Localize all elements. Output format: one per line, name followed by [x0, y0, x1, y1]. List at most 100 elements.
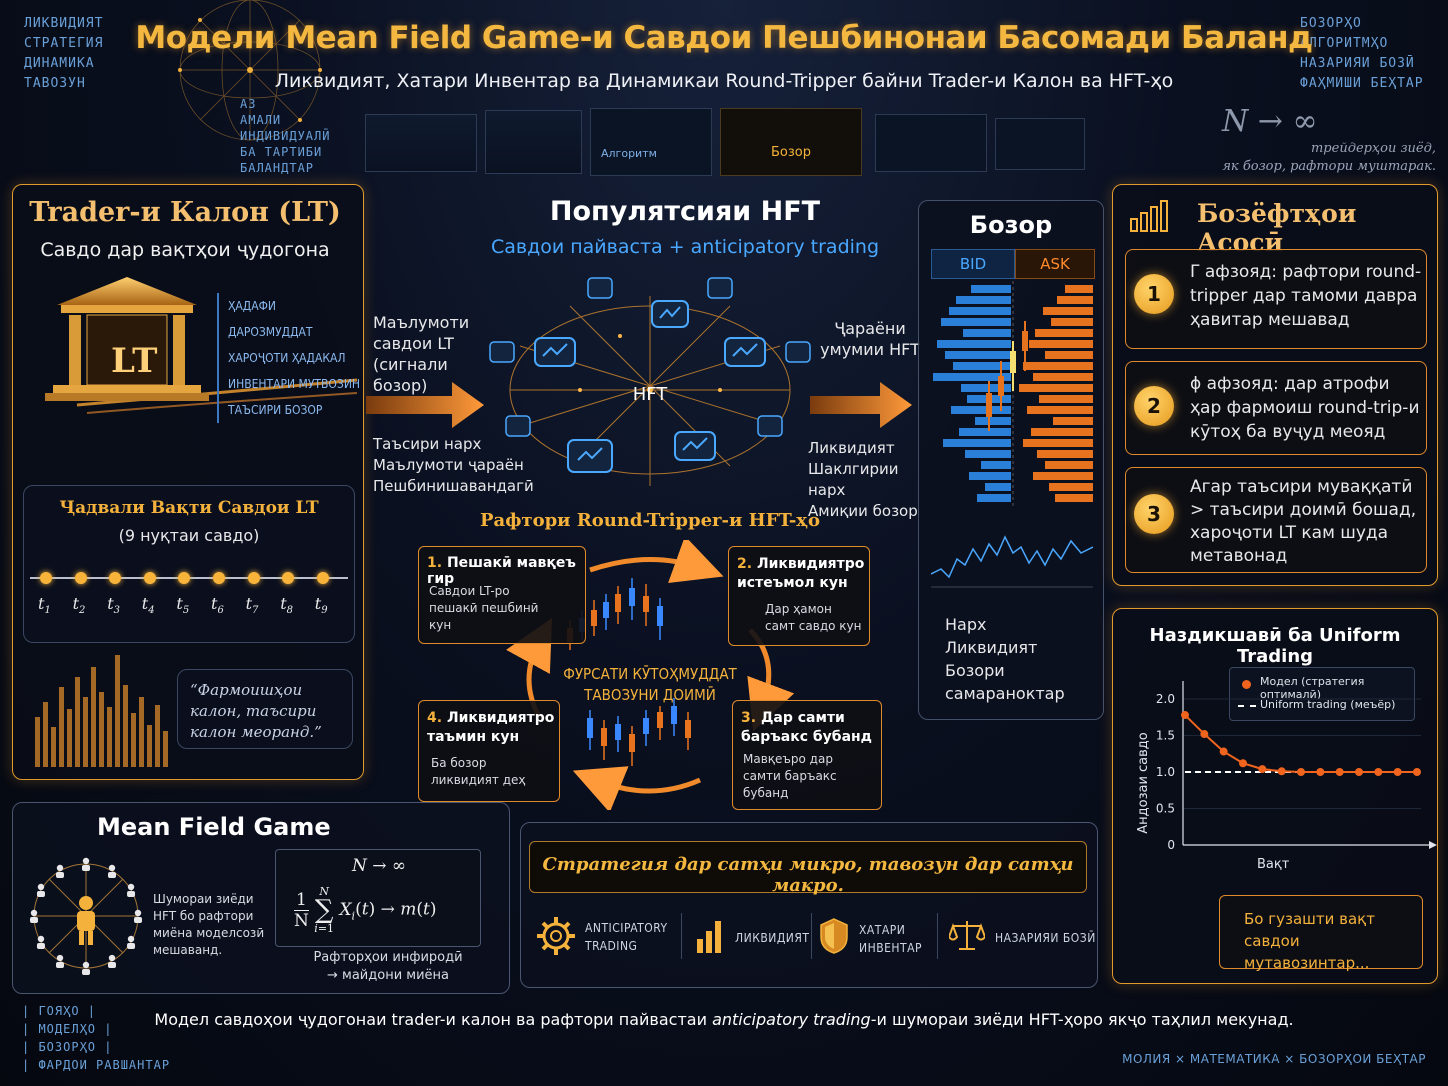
model-series-point	[1258, 765, 1267, 774]
divider	[681, 913, 682, 959]
cycle-step-3: 3. Дар самти баръакс бубанд Мавқеъро дар…	[732, 700, 882, 810]
left-list-item: ЛИКВИДИЯТ	[24, 16, 104, 31]
finding-text: Γ афзояд: рафтори round-tripper дар тамо…	[1190, 262, 1422, 330]
screen-label-algorithm: Алгоритм	[601, 147, 657, 160]
legend-marker-model	[1242, 680, 1251, 689]
mfg-panel: Mean Field Game Шумораи зиёди HFT бо раф…	[12, 802, 510, 994]
step-title-text: Ликвидиятро истеъмол кун	[737, 556, 865, 591]
finding-text: Агар таъсири муваққатӣ > таъсири доимӣ б…	[1190, 477, 1417, 566]
limit-formula: N → ∞	[1222, 104, 1318, 139]
right-list-item: БОЗОРҲО	[1300, 16, 1362, 31]
attribute-item: ҲАДАФИ ДАРОЗМУДДАТ	[228, 299, 313, 339]
timeline-tick	[247, 572, 260, 584]
findings-title: Бозёфтҳои Асосӣ	[1197, 199, 1357, 257]
timeline-tick-label: t7	[246, 594, 259, 616]
feature-liquidity: ЛИКВИДИЯТ	[735, 931, 810, 945]
ask-depth-bar	[1019, 384, 1093, 392]
lt-signal-label: Маълумоти савдои LT (сигнали бозор)	[373, 313, 470, 395]
person-body	[30, 917, 38, 923]
tick-symbol: t	[107, 594, 114, 613]
lt-quote-box: “Фармоишҳои калон, таъсири калон меоранд…	[177, 669, 353, 749]
person-icon	[30, 909, 38, 917]
ask-depth-bar	[1031, 428, 1093, 436]
screens-decoration: Алгоритм Бозор	[365, 108, 1085, 178]
ask-depth-bar	[1051, 318, 1093, 326]
effect-item: Ликвидият	[808, 439, 895, 457]
model-series-point	[1239, 759, 1247, 768]
effect-item: Пешбинишавандагӣ	[373, 477, 534, 495]
lt-attributes: ҲАДАФИ ДАРОЗМУДДАТ ХАРОҶОТИ ҲАДАКАЛ ИНВЕ…	[217, 293, 363, 423]
uniform-panel: Наздикшавӣ ба Uniform Trading Модел (стр…	[1112, 608, 1438, 984]
step-title-text: Дар самти баръакс бубанд	[741, 710, 872, 745]
ask-depth-bar	[1055, 494, 1093, 502]
feature-anticipatory: ANTICIPATORY TRADING	[585, 921, 668, 953]
bid-depth-bar	[943, 439, 1011, 447]
tick-symbol: t	[176, 594, 183, 613]
model-series-point	[1297, 768, 1305, 776]
finding-text: ϕ афзояд: дар атрофи ҳар фармоиш round-t…	[1190, 374, 1420, 442]
y-tick-label: 1.5	[1156, 729, 1175, 743]
step-num: 1.	[427, 555, 443, 571]
bid-label: BID	[959, 255, 987, 273]
scales-icon	[949, 921, 985, 950]
caption-emphasis: anticipatory trading	[712, 1010, 871, 1029]
legend-model-label: Модел (стратегия оптималӣ)	[1260, 675, 1365, 701]
bid-depth-bar	[951, 406, 1011, 414]
bid-depth-bar	[959, 428, 1011, 436]
step-title: 1. Пешакӣ мавқеъ гир	[427, 555, 583, 587]
shield-icon	[820, 918, 848, 954]
building-label: LT	[111, 341, 158, 381]
right-list-item: ФАҲМИШИ БЕҲТАР	[1300, 76, 1424, 91]
legend-uniform-label: Uniform trading (меъёр)	[1260, 698, 1396, 711]
header-left-list: ЛИКВИДИЯТ СТРАТЕГИЯ ДИНАМИКА ТАВОЗУН	[24, 14, 103, 94]
page-subtitle: Ликвидият, Хатари Инвентар ва Динамикаи …	[274, 70, 1174, 92]
ask-depth-bar	[1023, 439, 1093, 447]
step-title-text: Ликвидиятро таъмин кун	[427, 710, 555, 745]
limit-note: трейдерҳои зиёд, як бозор, рафтори мушта…	[1200, 140, 1436, 176]
person-body	[127, 891, 136, 897]
step-num: 3.	[741, 710, 757, 726]
screen: Алгоритм	[590, 108, 712, 176]
person-body	[82, 865, 90, 871]
uniform-note-box: Бо гузашти вақт савдои мутавозинтар...	[1219, 895, 1423, 972]
chart-legend: Модел (стратегия оптималӣ) Uniform tradi…	[1229, 667, 1415, 721]
strategy-motto: Стратегия дар сатҳи микро, тавозун дар с…	[542, 854, 1074, 896]
bid-depth-bar	[977, 494, 1011, 502]
small-list-item: АМАЛИ	[240, 113, 282, 127]
bid-depth-bar	[961, 384, 1011, 392]
findings-panel: Бозёфтҳои Асосӣ 1 Γ афзояд: рафтори roun…	[1112, 184, 1438, 586]
person-icon	[127, 935, 135, 943]
tick-subscript: 7	[252, 605, 259, 617]
ask-depth-bar	[1045, 351, 1093, 359]
uniform-line-chart: 2.01.51.00.50	[1156, 681, 1437, 852]
person-icon	[82, 857, 90, 865]
liquidity-bars-icon	[697, 921, 721, 953]
limit-note-line: трейдерҳои зиёд,	[1310, 141, 1436, 156]
mfg-title: Mean Field Game	[97, 813, 331, 841]
bid-depth-bar	[969, 472, 1011, 480]
footer-caption: Модел савдоҳои ҷудогонаи trader-и калон …	[0, 1010, 1448, 1029]
person-body	[134, 917, 142, 923]
legend-marker-uniform	[1238, 705, 1256, 707]
tick-symbol: t	[314, 594, 322, 613]
ask-depth-bar	[1045, 461, 1093, 469]
market-label: Нарх	[945, 615, 987, 634]
bid-depth-bar	[941, 318, 1011, 326]
uniform-note: Бо гузашти вақт савдои мутавозинтар...	[1244, 910, 1375, 972]
model-series-point	[1316, 768, 1325, 776]
effect-item: Таъсири нарх	[373, 435, 482, 453]
ask-depth-bar	[1039, 395, 1093, 403]
person-body	[36, 943, 45, 949]
hft-flow-effects: Ликвидият Шаклгирии нарх Амиқии бозор	[808, 438, 928, 522]
tick-subscript: 3	[113, 605, 120, 617]
person-body	[56, 962, 64, 969]
divider	[811, 913, 812, 959]
screen	[995, 118, 1085, 170]
footer-left-list: | ГОЯҲО | | МОДЕЛҲО | | БОЗОРҲО | | ФАРД…	[22, 1002, 170, 1074]
cycle-step-4: 4. Ликвидиятро таъмин кун Ба бозор ликви…	[418, 700, 560, 802]
finding-number: 2	[1134, 386, 1174, 426]
bid-depth-bar	[953, 362, 1011, 370]
x-axis-arrow	[1429, 841, 1437, 849]
lt-title: Trader-и Калон (LT)	[29, 197, 341, 228]
